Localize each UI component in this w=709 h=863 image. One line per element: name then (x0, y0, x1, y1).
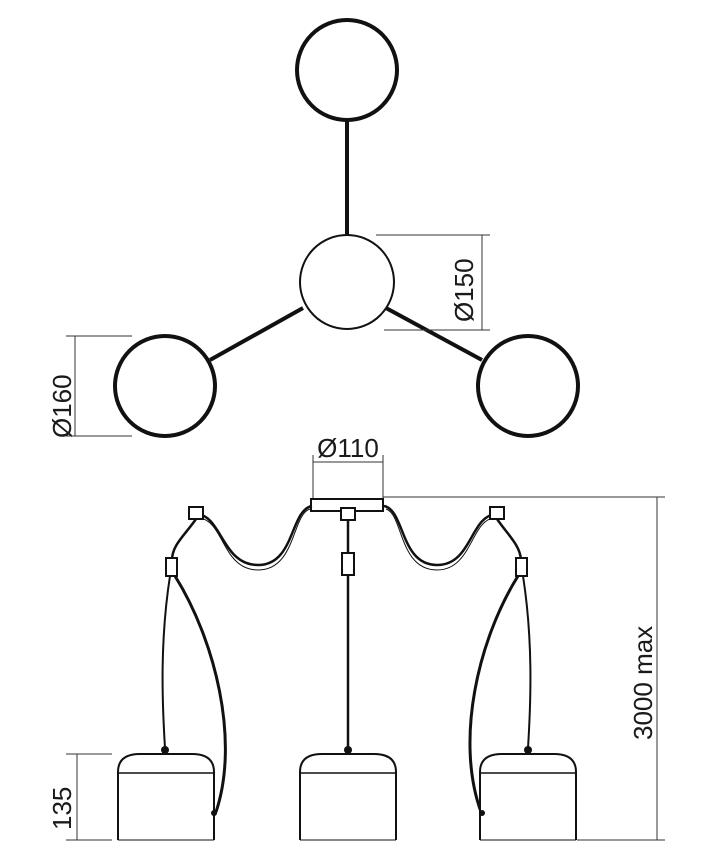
cable-left-power (173, 575, 227, 813)
cable-joint-center (341, 552, 355, 576)
label-max-height: 3000 max (628, 626, 658, 740)
cable-left-upper (170, 518, 198, 561)
arm-right (385, 306, 483, 362)
top-view: Ø150 Ø160 (47, 18, 580, 438)
swag-cable-right (383, 504, 497, 567)
ceiling-hook-right (489, 506, 505, 520)
cable-right-suspension (522, 575, 532, 749)
cable-left-suspension (161, 575, 171, 749)
swag-cable-left-inner (198, 508, 311, 571)
disc-left (113, 334, 217, 438)
ceiling-hook-center (340, 507, 356, 521)
disc-right (476, 334, 580, 438)
shade-center (299, 746, 397, 841)
dimension-center-diameter: Ø150 (376, 234, 490, 331)
dimension-shade-height: 135 (47, 753, 112, 841)
swag-cable-left (196, 504, 313, 567)
dimension-max-height: 3000 max (383, 496, 665, 841)
disc-top (295, 18, 399, 122)
label-canopy-diameter: Ø110 (317, 433, 379, 463)
ceiling-hook-left (188, 506, 204, 520)
arm-left (209, 306, 304, 362)
cable-joint-left (165, 557, 178, 577)
cable-joint-right (515, 557, 528, 577)
canopy-top-view (299, 234, 395, 330)
cable-right-upper (495, 518, 523, 561)
label-center-diameter: Ø150 (449, 258, 479, 322)
shade-right (479, 746, 577, 841)
shade-left (117, 746, 215, 841)
dimension-disc-diameter: Ø160 (47, 335, 132, 438)
side-view: Ø110 (47, 433, 665, 841)
cable-right-power (468, 575, 520, 813)
swag-cable-right-inner (385, 508, 495, 571)
label-shade-height: 135 (47, 787, 77, 830)
dimension-canopy-diameter: Ø110 (312, 433, 384, 500)
label-disc-diameter: Ø160 (47, 374, 77, 438)
